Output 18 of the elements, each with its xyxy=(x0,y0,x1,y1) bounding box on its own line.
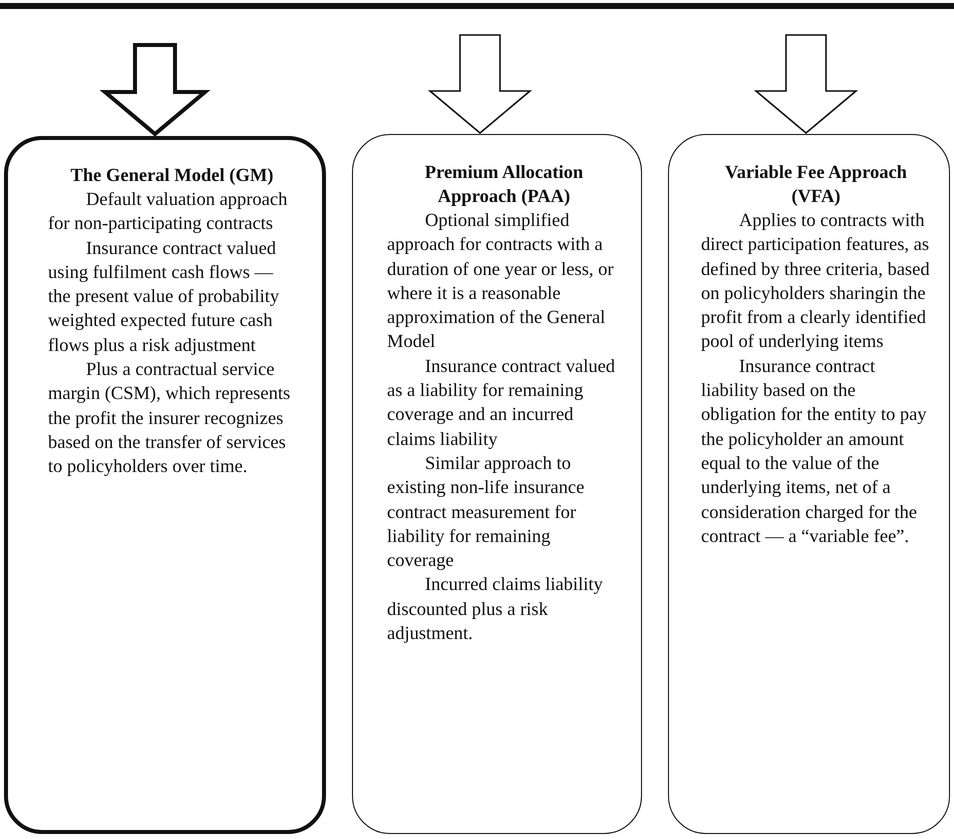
body-text: Default valuation approach for non-participating contracts xyxy=(48,189,288,236)
box-heading: Premium Allocation Approach (PAA) xyxy=(424,162,584,209)
body-text: Incurred claims liability discounted plus a risk adjustment. xyxy=(387,574,604,646)
box-heading: Variable Fee Approach (VFA) xyxy=(724,162,908,209)
rounded-box xyxy=(4,136,326,834)
body-text: Applies to contracts with direct participation features, as defined by three criteria, based on policyholders sharingin the profit from a clearly identified pool of underlying items xyxy=(701,210,931,354)
body-text: Insurance contract liability based on the obligation for the entity to pay the policyholder an amount equal to the value of the underlying items, net of a consideration charged for the contract — a “variable fee”. xyxy=(701,356,928,549)
hollow-arrow xyxy=(100,43,210,137)
rounded-box xyxy=(668,134,950,834)
rounded-box xyxy=(352,134,642,834)
hollow-arrow xyxy=(428,34,532,134)
body-text: Insurance contract valued using fulfilment cash flows — the present value of probability weighted expected future cash flows plus a risk adjustment xyxy=(48,238,280,358)
body-text: Optional simplified approach for contracts with a duration of one year or less, or where it is a reasonable approximation of the General Model xyxy=(387,210,615,354)
body-text: Similar approach to existing non-life insurance contract measurement for liability for remaining coverage xyxy=(387,452,586,574)
body-text: Plus a contractual service margin (CSM), which represents the profit the insurer recognizes based on the transfer of services to policyholders over time. xyxy=(48,359,292,480)
hollow-arrow xyxy=(754,34,858,134)
body-text: Insurance contract valued as a liability for remaining coverage and an incurred claims liability xyxy=(387,356,616,452)
box-heading: The General Model (GM) xyxy=(70,165,274,188)
